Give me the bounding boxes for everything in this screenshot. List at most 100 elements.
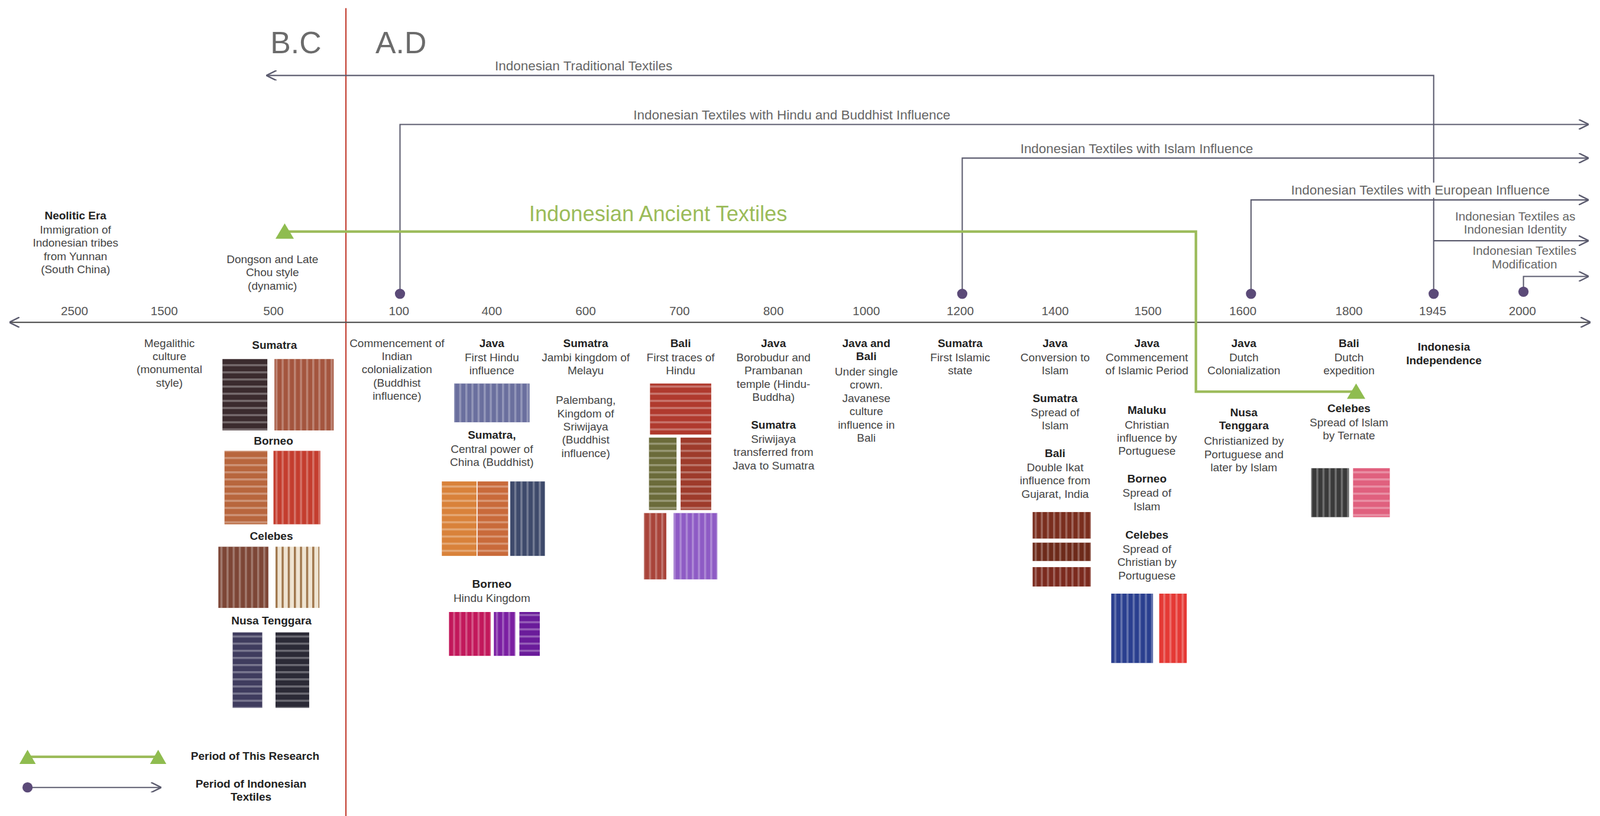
year-label: 2500: [52, 303, 97, 319]
period-label: Indonesian Textiles Modification: [1458, 244, 1591, 272]
event-text: Dutch Colonialization: [1200, 350, 1287, 378]
region-heading: Java: [732, 336, 815, 350]
textile-image: [274, 358, 334, 431]
period-label: Indonesian Traditional Textiles: [451, 57, 717, 74]
event-text: Spread of Islam: [1018, 406, 1092, 433]
textile-image: [222, 358, 268, 431]
legend-sample-line: [27, 755, 159, 759]
period-arrow: [399, 124, 1588, 294]
region-heading: Borneo: [451, 577, 533, 591]
textile-image: [218, 546, 269, 608]
event-text: Hindu Kingdom: [445, 591, 538, 605]
event-text: Dongson and Late Chou style (dynamic): [221, 253, 324, 293]
event-heading: Indonesia Independence: [1393, 340, 1496, 368]
textile-cloth: [232, 632, 262, 709]
era-label: B.C: [254, 25, 337, 61]
region-heading: Bali: [1307, 336, 1390, 350]
region-heading: Bali: [1014, 447, 1096, 461]
region-heading: Maluku: [1106, 403, 1188, 417]
textile-pattern: [673, 513, 718, 580]
textile-image: [673, 513, 718, 580]
textile-image: [1032, 542, 1091, 562]
textile-image: [275, 632, 310, 709]
legend-sample-marker: [150, 749, 167, 764]
year-label: 1800: [1326, 303, 1372, 319]
region-heading: Sumatra: [1014, 391, 1096, 405]
textile-pattern: [448, 611, 491, 656]
year-label: 1400: [1032, 303, 1078, 319]
event-text: Christianized by Portuguese and later by…: [1200, 434, 1287, 475]
textile-image: [510, 481, 546, 556]
period-label: Indonesian Textiles with Islam Influence: [973, 140, 1300, 157]
year-label: 800: [750, 303, 796, 319]
event-text: Conversion to Islam: [1014, 350, 1096, 378]
textile-pattern: [1311, 468, 1350, 518]
period-arrow: [1523, 276, 1589, 292]
year-label: 1500: [1125, 303, 1171, 319]
event-text: Commencement of Indian colonialization (…: [347, 336, 446, 403]
region-heading: Nusa Tenggara: [1207, 406, 1280, 433]
period-arrow: [267, 75, 1434, 294]
event-text: Christian influence by Portuguese: [1102, 418, 1193, 458]
textile-pattern: [643, 513, 667, 580]
textile-cloth: [1032, 542, 1091, 562]
textile-image: [441, 481, 477, 556]
event-text: First Hindu influence: [452, 350, 533, 378]
textile-cloth: [275, 632, 310, 709]
region-heading: Java: [451, 336, 533, 350]
textile-image: [273, 450, 321, 524]
textile-image: [232, 632, 262, 709]
year-label: 400: [469, 303, 515, 319]
textile-pattern: [519, 611, 540, 656]
textile-cloth: [510, 481, 546, 556]
textile-cloth: [673, 513, 718, 580]
textile-image: [1352, 468, 1390, 518]
textile-cloth: [649, 383, 712, 435]
event-text: Double Ikat influence from Gujarat, Indi…: [1010, 461, 1101, 501]
textile-image: [477, 481, 509, 556]
textile-pattern: [441, 481, 477, 556]
region-heading: Nusa Tenggara: [220, 613, 323, 627]
region-heading: Borneo: [232, 434, 314, 448]
region-heading: Java: [1014, 336, 1096, 350]
textile-pattern: [680, 437, 712, 510]
textile-pattern: [224, 450, 268, 524]
textile-image: [275, 546, 320, 608]
textile-pattern: [1032, 567, 1091, 587]
textile-image: [680, 437, 712, 510]
textile-image: [448, 611, 491, 656]
region-heading: Sumatra: [919, 336, 1002, 350]
textile-pattern: [274, 358, 334, 431]
era-heading: Neolitic Era: [24, 209, 127, 223]
textile-pattern: [649, 437, 678, 510]
year-label: 600: [563, 303, 609, 319]
event-text: First traces of Hindu: [639, 350, 722, 378]
textile-cloth: [1111, 593, 1153, 663]
textile-image: [1158, 593, 1187, 663]
event-text: Sriwijaya transferred from Java to Sumat…: [728, 432, 819, 472]
region-heading: Java and Bali: [834, 336, 899, 364]
textile-cloth: [222, 358, 268, 431]
research-period-marker: [275, 223, 294, 239]
event-text: Dutch expedition: [1312, 350, 1386, 378]
legend-sample-arrow: [27, 786, 161, 789]
textile-pattern: [232, 632, 262, 709]
research-period-marker: [1346, 383, 1366, 400]
event-text: Spread of Islam: [1110, 486, 1184, 514]
textile-image: [643, 513, 667, 580]
event-text: Megalithic culture (monumental style): [129, 336, 210, 390]
legend-sample-marker: [19, 749, 37, 764]
event-text: Spread of Christian by Portuguese: [1102, 542, 1193, 583]
textile-pattern: [477, 481, 509, 556]
textile-cloth: [218, 546, 269, 608]
year-label: 1600: [1220, 303, 1266, 319]
event-text: Palembang, Kingdom of Sriwijaya (Buddhis…: [545, 393, 627, 461]
period-start-dot: [957, 288, 968, 299]
textile-image: [1111, 593, 1153, 663]
period-start-dot: [1245, 288, 1256, 299]
period-start-dot: [1428, 288, 1439, 299]
textile-pattern: [275, 546, 320, 608]
textile-cloth: [680, 437, 712, 510]
era-label: A.D: [360, 25, 442, 61]
